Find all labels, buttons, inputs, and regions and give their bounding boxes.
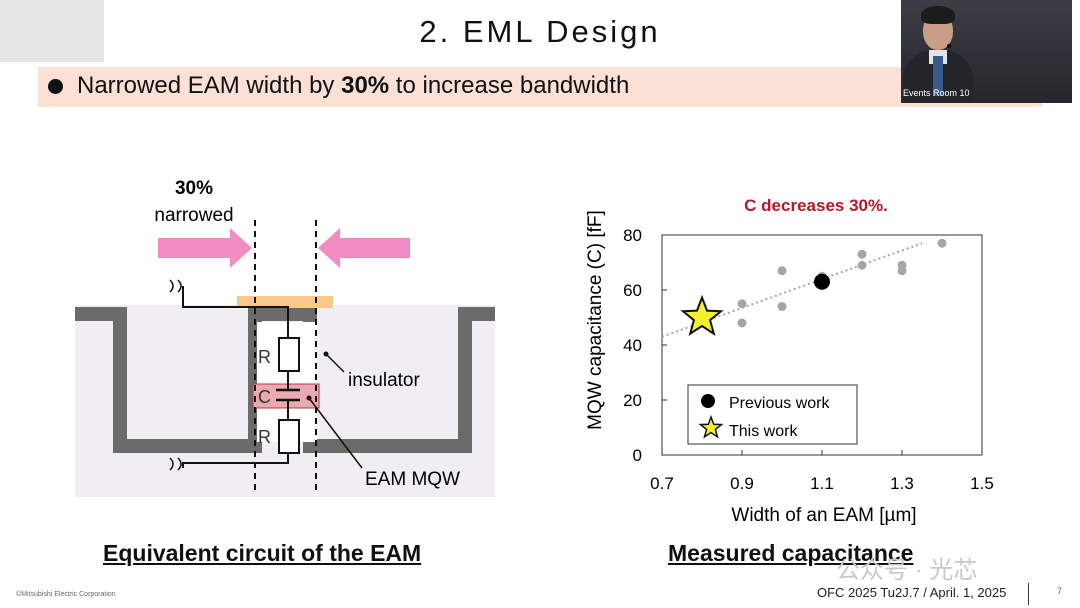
speaker-tie — [933, 56, 943, 96]
top-wire — [182, 286, 289, 338]
insulator-leader — [325, 353, 345, 373]
point-reference-2 — [777, 302, 787, 311]
bullet-text-post: to increase bandwidth — [389, 72, 630, 99]
x-tick-label-1: 0.9 — [730, 474, 754, 493]
y-tick-label-2: 40 — [623, 336, 642, 355]
top-electrode — [237, 296, 333, 308]
point-previous-work — [814, 273, 830, 290]
legend-label-this-work: This work — [729, 423, 798, 440]
resistor-top-label: R — [258, 347, 271, 367]
video-room-label: Events Room 10 — [903, 88, 970, 98]
narrowed-percent: 30% — [175, 178, 213, 199]
narrowed-word: narrowed — [154, 205, 233, 226]
watermark: 公众号 · 光芯 — [836, 557, 978, 584]
mqw-leader — [308, 397, 363, 469]
break-symbol-top-icon — [169, 279, 182, 293]
page-number: 7 — [1057, 586, 1063, 596]
legend-marker-this-work — [698, 414, 724, 439]
legend-marker-previous-work — [701, 394, 715, 408]
point-reference-3 — [777, 266, 787, 276]
x-tick-label-2: 1.1 — [810, 474, 834, 493]
y-tick-label-3: 60 — [623, 281, 642, 300]
point-reference-6 — [857, 249, 867, 259]
speaker-video: Events Room 10 — [901, 0, 1072, 103]
circuit-caption: Equivalent circuit of the EAM — [103, 540, 422, 566]
y-tick-label-4: 80 — [623, 226, 642, 245]
arrow-right-icon — [158, 228, 252, 268]
point-reference-8 — [897, 260, 907, 270]
slide-title: 2. EML Design — [419, 14, 661, 49]
mqw-label: EAM MQW — [365, 469, 460, 490]
capacitor-label: C — [258, 387, 271, 407]
point-reference-0 — [737, 318, 747, 328]
insulator-label: insulator — [348, 370, 420, 391]
bullet-text-pre: Narrowed EAM width by — [77, 72, 342, 99]
x-axis-label: Width of an EAM [µm] — [731, 505, 916, 526]
bullet-text-bold: 30% — [341, 72, 390, 99]
arrow-left-icon — [318, 228, 410, 268]
legend-label-previous-work: Previous work — [729, 395, 830, 412]
corner-block — [0, 0, 104, 62]
chart-annotation: C decreases 30%. — [744, 196, 888, 215]
x-tick-label-3: 1.3 — [890, 474, 914, 493]
bottom-wire — [182, 453, 289, 468]
copyright: ©Mitsubishi Electric Corporation — [16, 591, 116, 598]
resistor-bottom-label: R — [258, 427, 271, 447]
bullet-dot — [48, 79, 63, 94]
y-tick-label-0: 0 — [633, 446, 642, 465]
speaker-hair — [921, 6, 955, 24]
y-axis-label: MQW capacitance (C) [fF] — [585, 210, 606, 430]
point-this-work — [680, 294, 724, 336]
x-tick-label-0: 0.7 — [650, 474, 674, 493]
bullet-banner — [38, 67, 1042, 107]
chart-caption: Measured capacitance — [668, 540, 914, 566]
footer-divider — [1028, 583, 1029, 605]
y-tick-label-1: 20 — [623, 391, 642, 410]
point-reference-5 — [857, 260, 867, 270]
conference-footer: OFC 2025 Tu2J.7 / April. 1, 2025 — [817, 585, 1007, 600]
headset-mic-icon — [947, 44, 951, 48]
point-reference-9 — [937, 238, 947, 248]
bullet-text: Narrowed EAM width by 30% to increase ba… — [77, 72, 629, 100]
point-reference-1 — [737, 299, 747, 309]
waveguide-cross-section — [75, 307, 495, 453]
break-symbol-bottom-icon — [169, 457, 182, 471]
x-tick-label-4: 1.5 — [970, 474, 994, 493]
